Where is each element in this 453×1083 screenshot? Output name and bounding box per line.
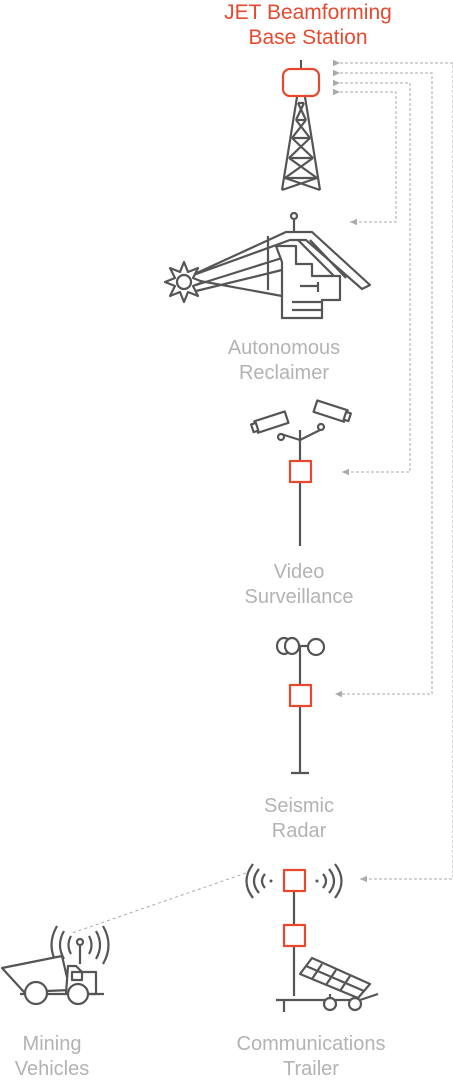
trailer-icon	[245, 863, 379, 1012]
reclaimer-label-line-1: Autonomous	[227, 337, 341, 359]
link-reclaimer	[333, 88, 397, 226]
reclaimer-label: Autonomous Reclaimer	[199, 336, 369, 386]
seismic-label: Seismic Radar	[214, 794, 384, 844]
mining-truck-icon	[0, 925, 110, 1006]
video-label-line-1: Video	[273, 561, 325, 583]
reclaimer-label-line-2: Reclaimer	[238, 362, 330, 384]
tower-icon	[280, 60, 322, 192]
link-seismic	[333, 69, 433, 698]
title-line-1: JET Beamforming	[224, 1, 392, 24]
video-label: Video Surveillance	[214, 560, 384, 610]
mining-label: Mining Vehicles	[0, 1032, 104, 1082]
comms-label-line-1: Communications	[236, 1033, 386, 1055]
comms-label: Communications Trailer	[206, 1032, 416, 1082]
reclaimer-icon	[163, 211, 372, 320]
mining-label-line-1: Mining	[22, 1033, 82, 1055]
radar-pole-icon	[275, 636, 326, 775]
link-comms	[333, 59, 453, 883]
link-mining	[71, 872, 247, 934]
link-video	[333, 79, 411, 476]
video-label-line-2: Surveillance	[244, 586, 354, 608]
seismic-label-line-1: Seismic	[263, 795, 334, 817]
connector-links	[71, 59, 453, 934]
mining-label-line-2: Vehicles	[14, 1058, 90, 1080]
comms-label-line-2: Trailer	[283, 1058, 339, 1080]
title-line-2: Base Station	[248, 26, 368, 49]
seismic-label-line-2: Radar	[271, 820, 327, 842]
base-station-title: JET Beamforming Base Station	[208, 0, 408, 50]
camera-pole-icon	[250, 399, 352, 546]
